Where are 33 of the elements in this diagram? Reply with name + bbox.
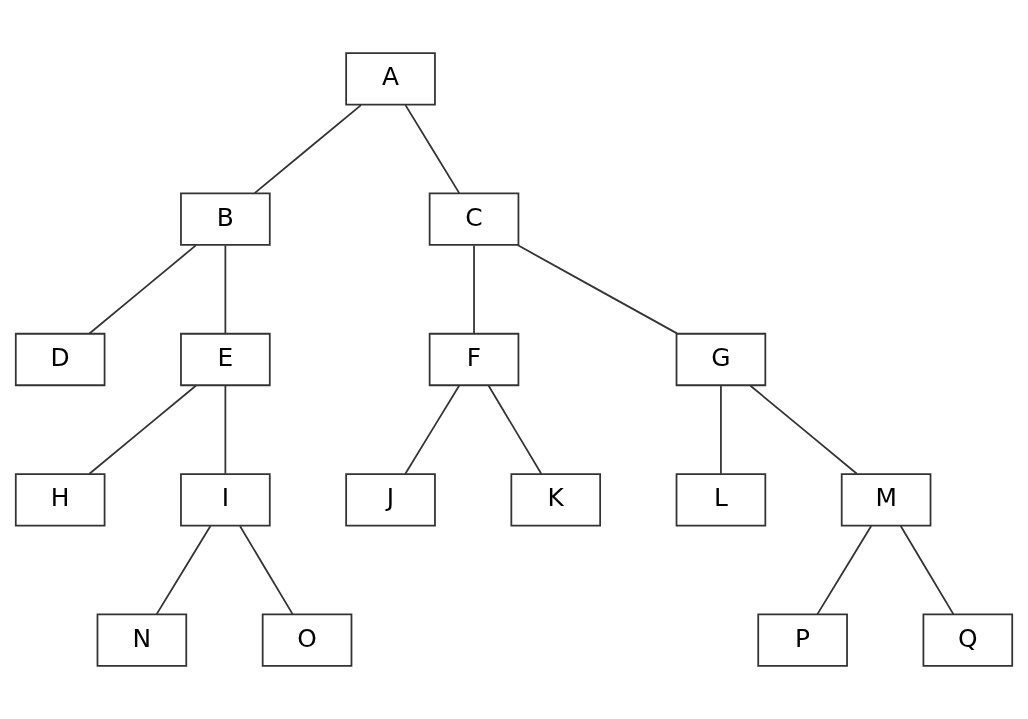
connector [224,244,227,335]
node-box: N [96,613,188,667]
node-box: A [345,52,436,106]
connector [816,525,873,615]
connector [720,384,722,475]
connector [224,384,227,475]
node-box: J [345,473,436,527]
node-box: B [180,192,271,246]
connector [487,384,543,475]
node-box: K [510,473,602,527]
node-box: G [675,332,767,387]
node-box: M [840,473,932,527]
node-box: C [428,192,520,246]
node-box: I [180,473,271,527]
connector [155,525,212,615]
connector [88,384,197,475]
connector [473,244,475,335]
connector [749,384,858,475]
connector [899,525,955,615]
node-box: O [261,613,353,667]
node-box: E [180,332,271,387]
node-box: P [757,613,848,667]
node-box: Q [922,613,1014,667]
node-box: D [14,332,106,387]
connector [253,104,362,195]
connector [404,104,461,195]
node-box: F [428,332,520,387]
connector [88,244,197,335]
connector [404,384,460,475]
node-box: L [675,473,767,527]
node-box: H [14,473,106,527]
connector [239,525,294,615]
connector [516,244,678,335]
